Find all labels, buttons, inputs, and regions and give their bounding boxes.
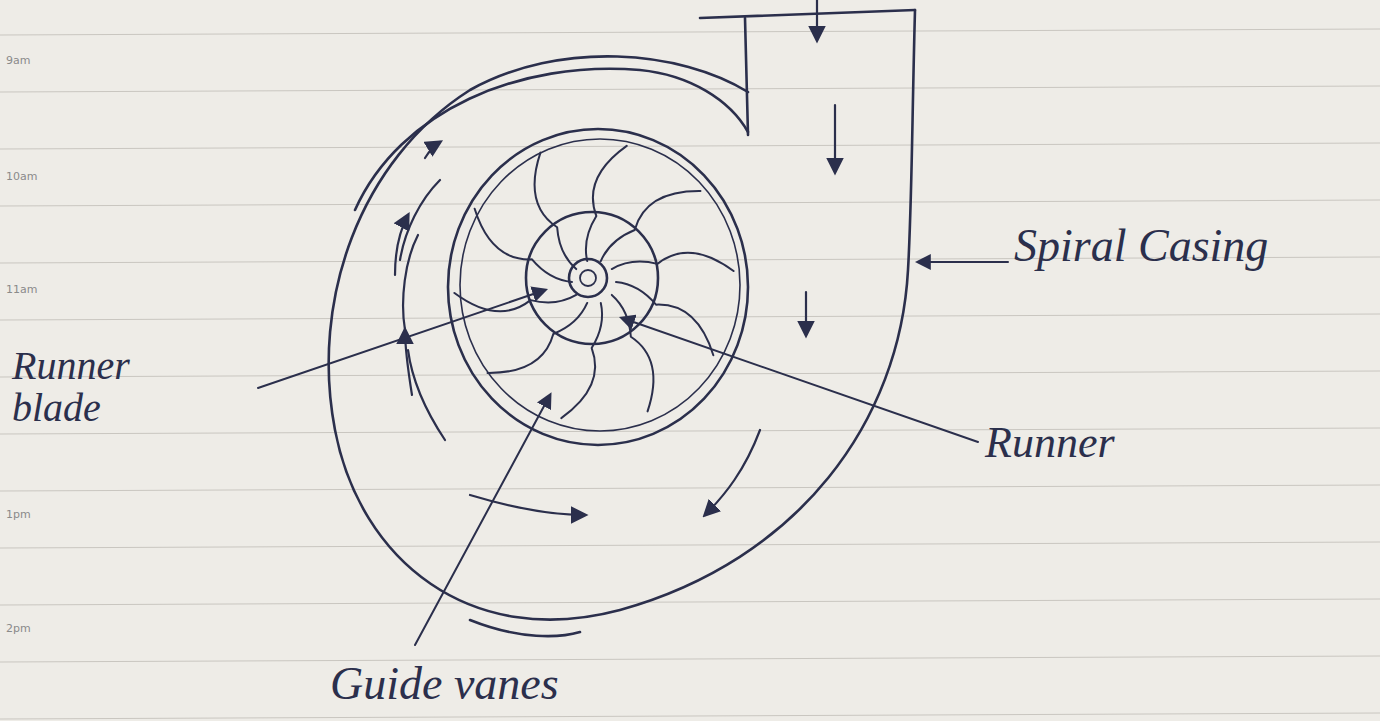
ruled-line (0, 428, 1380, 434)
ruled-line (0, 542, 1380, 548)
part-label: Runner blade (12, 345, 222, 429)
part-label: Runner (985, 420, 1285, 466)
vane-blade (586, 146, 627, 261)
ruled-line (0, 485, 1380, 491)
margin-time: 11am (6, 284, 66, 296)
ruled-line (0, 86, 1380, 92)
vane-blade (561, 303, 602, 418)
ruled-line (0, 713, 1380, 719)
vane-blade (601, 191, 701, 261)
ruled-line (0, 371, 1380, 377)
vane-blade (535, 153, 577, 269)
vane-blade (488, 303, 588, 373)
vane-blade (454, 293, 576, 311)
margin-time: 9am (6, 55, 66, 67)
ruled-line (0, 656, 1380, 662)
margin-time: 10am (6, 171, 66, 183)
part-label: Guide vanes (330, 660, 750, 708)
vane-blade (475, 209, 572, 282)
ruled-line (0, 143, 1380, 149)
vane-blade (612, 253, 734, 271)
vane-blade (612, 295, 654, 411)
margin-time: 1pm (6, 509, 66, 521)
margin-time: 2pm (6, 623, 66, 635)
part-label: Spiral Casing (1014, 222, 1374, 270)
ruled-line (0, 200, 1380, 206)
ruled-line (0, 29, 1380, 35)
ruled-line (0, 599, 1380, 605)
